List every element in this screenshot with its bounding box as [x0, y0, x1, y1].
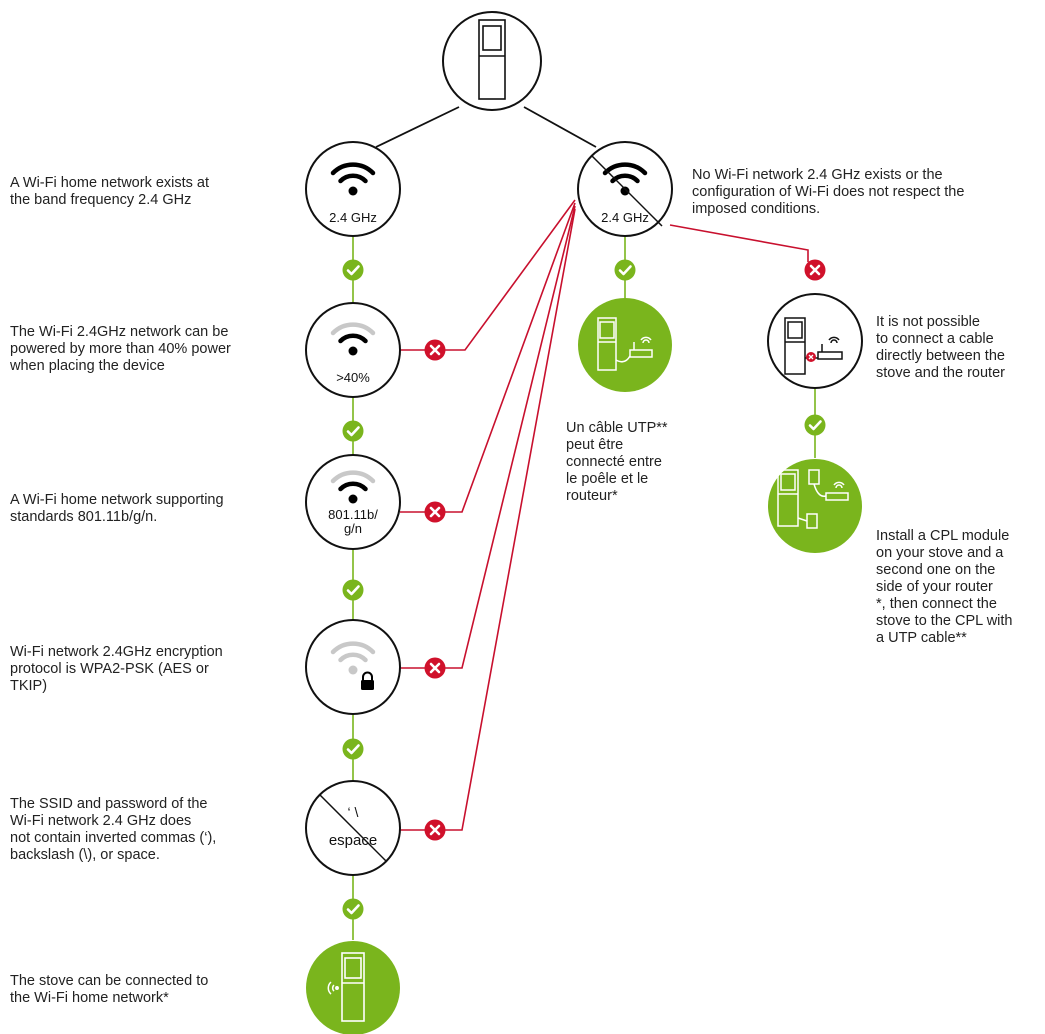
- router-icon: [629, 336, 653, 358]
- router-icon: [825, 481, 849, 501]
- band-label: 2.4 GHz: [329, 210, 377, 225]
- stove-node-top: [442, 11, 542, 111]
- check-icon: [341, 578, 365, 602]
- stove-icon: [597, 317, 617, 371]
- check-icon: [341, 419, 365, 443]
- node-forbidden-chars: ‘ \ espace: [305, 780, 401, 876]
- standards-label-1: 801.11b/: [328, 507, 378, 522]
- router-icon: [817, 336, 843, 360]
- chars-label-1: ‘ \: [348, 804, 359, 820]
- stove-icon: [341, 952, 365, 1022]
- wifi-weak-icon: [330, 641, 376, 675]
- check-icon: [341, 897, 365, 921]
- node-power: >40%: [305, 302, 401, 398]
- check-icon: [341, 737, 365, 761]
- standards-label-2: g/n: [344, 521, 362, 536]
- node-band-exists: 2.4 GHz: [305, 141, 401, 237]
- power-label: >40%: [336, 370, 370, 385]
- stove-icon: [478, 19, 506, 100]
- node-standards: 801.11b/ g/n: [305, 454, 401, 550]
- node-utp-cable: [578, 298, 672, 392]
- node-connected: [306, 941, 400, 1034]
- node-no-band: 2.4 GHz: [577, 141, 673, 237]
- wifi-signal-icon: [327, 981, 339, 995]
- stove-icon: [777, 469, 799, 527]
- check-icon: [803, 413, 827, 437]
- cross-icon: [423, 338, 447, 362]
- cross-icon: [423, 500, 447, 524]
- cross-icon: [806, 352, 816, 362]
- wifi-weak-icon: [330, 470, 376, 504]
- cross-icon: [423, 656, 447, 680]
- node-no-direct-cable: [767, 293, 863, 389]
- stove-icon: [784, 317, 806, 375]
- node-encryption: [305, 619, 401, 715]
- chars-label-2: espace: [329, 832, 377, 849]
- check-icon: [341, 258, 365, 282]
- cross-icon: [423, 818, 447, 842]
- check-icon: [613, 258, 637, 282]
- node-cpl: [768, 459, 862, 553]
- cross-icon: [803, 258, 827, 282]
- no-band-label: 2.4 GHz: [601, 210, 649, 225]
- lock-icon: [361, 671, 374, 690]
- cable-line: [615, 355, 631, 363]
- wifi-weak-icon: [330, 322, 376, 356]
